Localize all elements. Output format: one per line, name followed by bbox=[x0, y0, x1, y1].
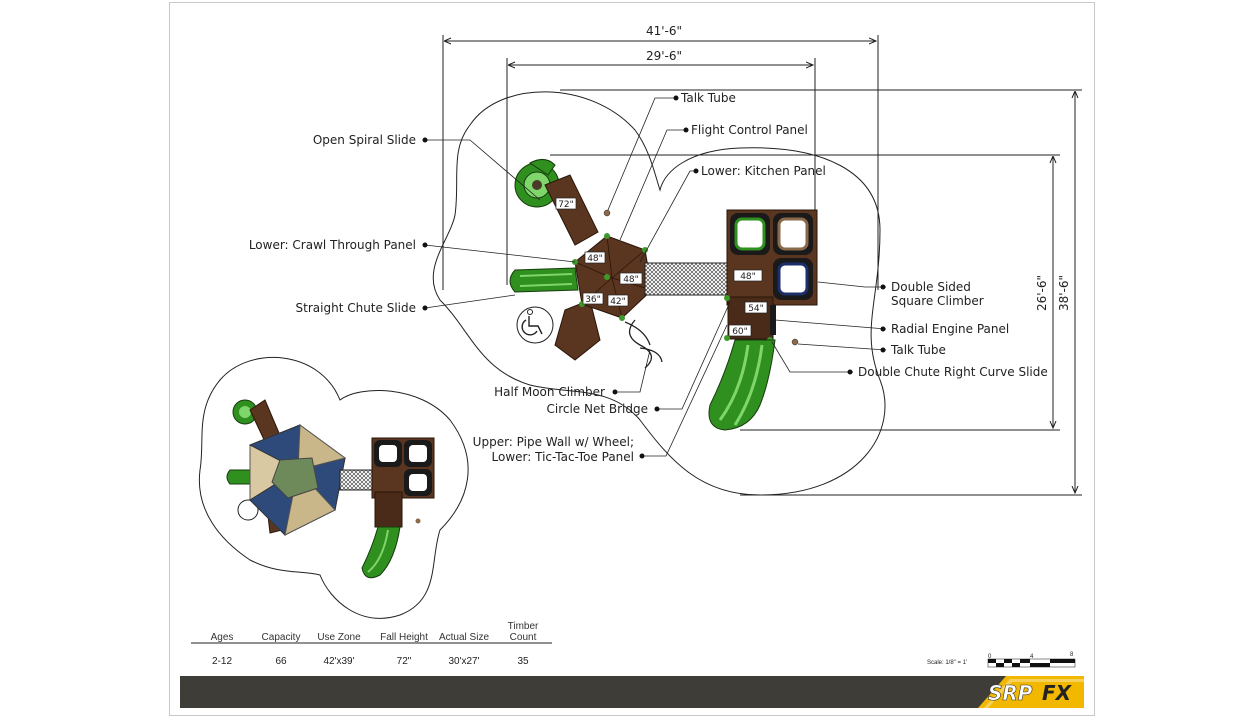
spiral-deck bbox=[544, 174, 599, 246]
spec-table: Ages Capacity Use Zone Fall Height Actua… bbox=[191, 621, 552, 667]
callout-open-spiral-slide: Open Spiral Slide bbox=[313, 133, 416, 147]
table-header-count: Count bbox=[510, 632, 537, 643]
callout-flight-control-panel: Flight Control Panel bbox=[691, 123, 808, 137]
logo-text-fx: FX bbox=[1042, 681, 1073, 705]
deck-height-48-right: 48" bbox=[623, 275, 639, 285]
deck-height-48-tower: 48" bbox=[740, 272, 756, 282]
deck-height-36: 36" bbox=[585, 295, 601, 305]
overall-width-dimension: 41'-6" bbox=[646, 24, 682, 38]
callout-lower-kitchen-panel: Lower: Kitchen Panel bbox=[701, 164, 826, 178]
inner-width-dimension: 29'-6" bbox=[646, 49, 682, 63]
scale-label: Scale: 1/8" = 1' bbox=[927, 660, 967, 666]
srpfx-logo: SRP FX bbox=[978, 676, 1084, 708]
table-value-fall-height: 72" bbox=[397, 656, 412, 667]
scale-tick-0: 0 bbox=[988, 654, 992, 660]
lower-ramp bbox=[554, 299, 601, 361]
callout-double-sided-square-climber-line2: Square Climber bbox=[891, 294, 984, 308]
scale-bar: Scale: 1/8" = 1' 0 4 8 bbox=[927, 652, 1076, 668]
right-tower: 48" 54" 60" bbox=[724, 209, 818, 346]
secondary-use-zone-outline bbox=[198, 356, 469, 619]
deck-height-48-top: 48" bbox=[587, 254, 603, 264]
leader-lines bbox=[424, 97, 887, 457]
callout-double-chute-right-curve-slide: Double Chute Right Curve Slide bbox=[858, 365, 1048, 379]
circle-net-bridge bbox=[644, 262, 728, 296]
leader-dots bbox=[422, 95, 886, 459]
logo-text-srp: SRP bbox=[988, 681, 1033, 705]
callout-straight-chute-slide: Straight Chute Slide bbox=[296, 301, 416, 315]
scale-tick-4: 4 bbox=[1030, 654, 1034, 660]
callout-talk-tube-right: Talk Tube bbox=[890, 343, 946, 357]
table-header-use-zone: Use Zone bbox=[317, 632, 361, 643]
callout-talk-tube-top: Talk Tube bbox=[680, 91, 736, 105]
table-header-capacity: Capacity bbox=[262, 632, 301, 643]
accessibility-symbol bbox=[516, 306, 554, 344]
deck-height-54: 54" bbox=[748, 304, 764, 314]
table-value-actual-size: 30'x27' bbox=[448, 656, 479, 667]
deck-height-60: 60" bbox=[732, 327, 748, 337]
callout-upper-pipe-wall: Upper: Pipe Wall w/ Wheel; bbox=[473, 435, 634, 449]
callout-lower-crawl-through-panel: Lower: Crawl Through Panel bbox=[249, 238, 416, 252]
inner-height-dimension: 26'-6" bbox=[1035, 275, 1049, 311]
table-value-timber-count: 35 bbox=[517, 656, 529, 667]
callout-radial-engine-panel: Radial Engine Panel bbox=[891, 322, 1009, 336]
table-header-timber: Timber bbox=[508, 621, 539, 632]
deck-height-42: 42" bbox=[610, 297, 626, 307]
footer-bar bbox=[180, 676, 1084, 708]
table-header-fall-height: Fall Height bbox=[380, 632, 428, 643]
scale-tick-8: 8 bbox=[1070, 652, 1074, 658]
callout-circle-net-bridge: Circle Net Bridge bbox=[546, 402, 648, 416]
overall-height-dimension: 38'-6" bbox=[1057, 275, 1071, 311]
table-value-ages: 2-12 bbox=[212, 656, 232, 667]
straight-chute-slide bbox=[509, 267, 579, 293]
dimension-lines bbox=[442, 35, 1082, 496]
table-header-ages: Ages bbox=[211, 632, 234, 643]
callout-lower-tic-tac-toe-panel: Lower: Tic-Tac-Toe Panel bbox=[492, 450, 634, 464]
double-chute-right-curve-slide bbox=[708, 339, 776, 431]
table-value-use-zone: 42'x39' bbox=[323, 656, 354, 667]
deck-height-72: 72" bbox=[558, 200, 574, 210]
table-value-capacity: 66 bbox=[275, 656, 287, 667]
callout-double-sided-square-climber-line1: Double Sided bbox=[891, 280, 971, 294]
half-moon-climber bbox=[624, 319, 663, 369]
drawing-sheet bbox=[169, 2, 1095, 716]
use-zone-outline bbox=[432, 91, 886, 496]
callout-half-moon-climber: Half Moon Climber bbox=[494, 385, 605, 399]
secondary-play-structure bbox=[226, 399, 435, 579]
main-play-structure: 72" 48" 48" 36" 42" bbox=[509, 159, 818, 431]
table-header-actual-size: Actual Size bbox=[439, 632, 489, 643]
